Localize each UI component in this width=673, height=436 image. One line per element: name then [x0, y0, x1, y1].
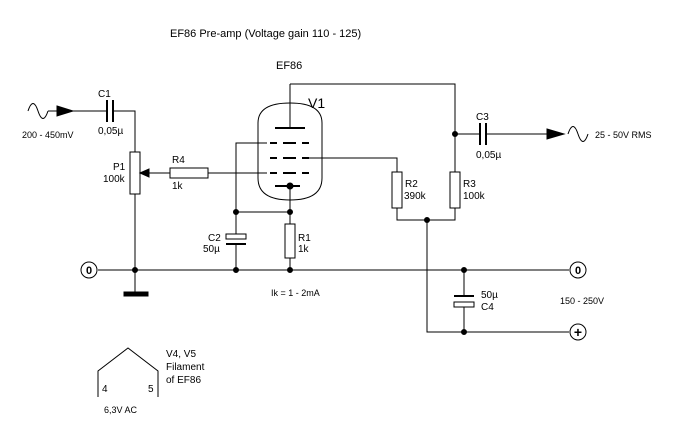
svg-text:+: + — [574, 324, 582, 340]
potentiometer-p1 — [129, 151, 141, 195]
resistor-r4 — [169, 167, 209, 179]
output-sine-icon — [567, 126, 589, 142]
c1-p1-wire — [113, 110, 136, 152]
ground-junction-c2 — [233, 267, 239, 273]
bplus-feed-wire — [426, 220, 569, 333]
plate-wire — [290, 83, 456, 172]
p1-value-label: 100k — [103, 174, 126, 185]
svg-text:0: 0 — [86, 265, 92, 277]
output-arrow — [546, 128, 566, 140]
c2-value-label: 50µ — [203, 244, 220, 255]
input-sine-icon — [27, 103, 49, 119]
p1-ref-label: P1 — [113, 162, 126, 173]
suppressor-wire — [235, 142, 290, 213]
cathode-junction-2 — [287, 209, 293, 215]
tube-v1-envelope — [257, 102, 323, 201]
c2-ref-label: C2 — [208, 233, 221, 244]
positive-terminal: + — [569, 323, 587, 341]
c1-value-label: 0,05µ — [98, 126, 123, 137]
ground-junction-r1 — [287, 267, 293, 273]
r1-value-label: 1k — [298, 244, 310, 255]
capacitor-c3 — [479, 123, 487, 145]
filament-line2-label: of EF86 — [166, 375, 201, 386]
r2-value-label: 390k — [404, 191, 427, 202]
resistor-r3 — [449, 171, 461, 209]
r3-ref-label: R3 — [463, 179, 476, 190]
schematic-title: EF86 Pre-amp (Voltage gain 110 - 125) — [170, 28, 361, 40]
r1-ref-label: R1 — [298, 233, 311, 244]
chassis-ground-symbol — [123, 291, 149, 297]
ground-terminal-right: 0 — [569, 261, 587, 279]
filament-voltage-label: 6,3V AC — [104, 405, 138, 415]
r4-value-label: 1k — [172, 181, 184, 192]
cathode-current-label: Ik = 1 - 2mA — [271, 288, 320, 298]
filament-refs-label: V4, V5 — [166, 349, 196, 360]
c4-value-label: 50µ — [481, 290, 498, 301]
ground-terminal-left: 0 — [80, 261, 98, 279]
resistor-r2 — [391, 171, 403, 209]
screen-wire — [309, 157, 398, 172]
c3-ref-label: C3 — [476, 112, 489, 123]
input-arrow — [48, 105, 75, 117]
ground-junction-p1 — [132, 267, 138, 273]
tube-ref-label: V1 — [308, 95, 325, 111]
filament-symbol — [97, 347, 159, 397]
r4-ref-label: R4 — [172, 155, 185, 166]
supply-voltage-label: 150 - 250V — [560, 296, 604, 306]
c3-value-label: 0,05µ — [476, 150, 501, 161]
output-level-label: 25 - 50V RMS — [595, 130, 652, 140]
svg-text:0: 0 — [575, 265, 581, 277]
filament-line1-label: Filament — [166, 362, 205, 373]
c4-ref-label: C4 — [481, 302, 494, 313]
tube-type-label: EF86 — [276, 60, 302, 72]
p1-wiper-arrow — [138, 168, 170, 178]
r3-value-label: 100k — [463, 191, 486, 202]
capacitor-c1 — [106, 100, 114, 122]
resistor-r1 — [284, 223, 296, 259]
filament-pin-b-label: 5 — [148, 384, 154, 395]
input-level-label: 200 - 450mV — [22, 130, 74, 140]
c1-ref-label: C1 — [98, 89, 111, 100]
r2-ref-label: R2 — [405, 179, 418, 190]
c4-bplus-junction — [461, 329, 467, 335]
capacitor-c2 — [225, 233, 247, 245]
filament-pin-a-label: 4 — [102, 384, 108, 395]
capacitor-c4 — [453, 295, 475, 308]
